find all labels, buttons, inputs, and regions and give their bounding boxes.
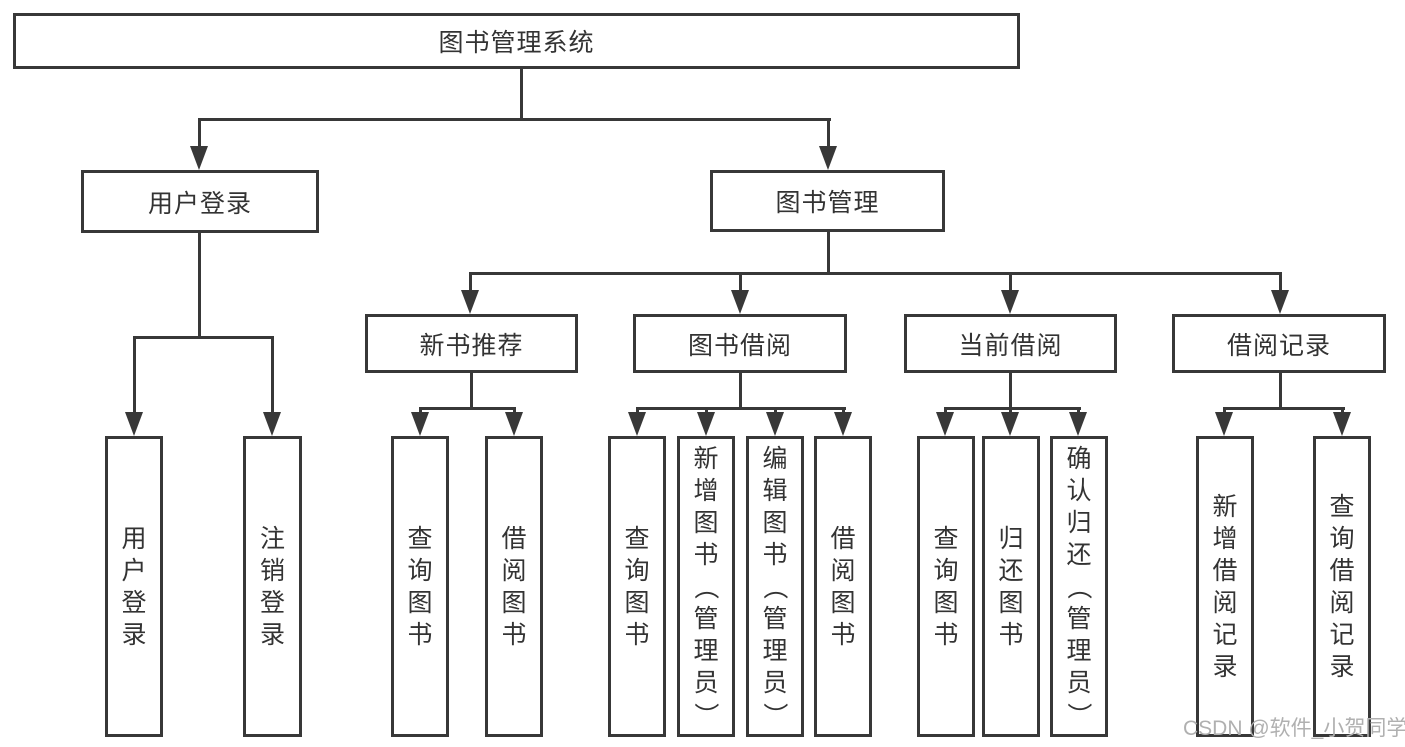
arrow-down-icon (1271, 290, 1289, 314)
arrow-down-icon (190, 146, 208, 170)
connector-bookmgmt-rail (469, 272, 1282, 275)
leaf-logout: 注销登录 (243, 436, 302, 737)
arrow-down-icon (731, 290, 749, 314)
leaf-records-query-record: 查询借阅记录 (1313, 436, 1371, 737)
leaf-newbooks-borrow-books: 借阅图书 (485, 436, 543, 737)
connector-to-leaf-login (133, 336, 136, 416)
leaf-borrow-borrow-books-label: 借阅图书 (830, 524, 856, 649)
leaf-user-login: 用户登录 (105, 436, 163, 737)
leaf-borrow-query-books-label: 查询图书 (624, 524, 650, 649)
node-book-management: 图书管理 (710, 170, 945, 232)
connector-newbooks-rail (419, 407, 516, 410)
leaf-user-login-label: 用户登录 (121, 524, 147, 649)
connector-to-user-login (198, 118, 201, 150)
arrow-down-icon (461, 290, 479, 314)
arrow-down-icon (628, 412, 646, 436)
node-current-borrow: 当前借阅 (904, 314, 1117, 373)
connector-currentborrow-rail (944, 407, 1081, 410)
connector-userlogin-rail (133, 336, 274, 339)
leaf-records-query-record-label: 查询借阅记录 (1329, 492, 1355, 681)
leaf-newbooks-query-books: 查询图书 (391, 436, 449, 737)
connector-bookmgmt-stem (827, 232, 830, 275)
leaf-borrow-edit-books-admin-label: 编辑图书（管理员） (760, 444, 789, 728)
leaf-borrow-edit-books-admin: 编辑图书（管理员） (746, 436, 804, 737)
node-borrow-records: 借阅记录 (1172, 314, 1386, 373)
node-new-book-recommend: 新书推荐 (365, 314, 578, 373)
leaf-current-return-books-label: 归还图书 (998, 524, 1024, 649)
node-user-login: 用户登录 (81, 170, 319, 233)
node-book-management-label: 图书管理 (775, 189, 880, 217)
leaf-borrow-add-books-admin: 新增图书（管理员） (677, 436, 735, 737)
connector-to-current-borrow (1009, 272, 1012, 294)
watermark: CSDN @软件_小贺同学 (1183, 717, 1405, 740)
arrow-down-icon (505, 412, 523, 436)
leaf-current-confirm-return-admin-label: 确认归还（管理员） (1064, 444, 1093, 728)
connector-records-stem (1279, 372, 1282, 410)
connector-records-rail (1223, 407, 1345, 410)
connector-to-new-books (469, 272, 472, 294)
connector-root-rail (198, 118, 831, 121)
leaf-newbooks-query-books-label: 查询图书 (407, 524, 433, 649)
node-root-library-system: 图书管理系统 (13, 13, 1020, 69)
arrow-down-icon (263, 412, 281, 436)
connector-to-book-management (827, 118, 830, 150)
connector-to-leaf-logout (271, 336, 274, 416)
connector-userlogin-stem (198, 233, 201, 339)
node-book-borrow-label: 图书借阅 (687, 331, 792, 360)
leaf-borrow-borrow-books: 借阅图书 (814, 436, 872, 737)
leaf-borrow-add-books-admin-label: 新增图书（管理员） (691, 444, 720, 728)
connector-currentborrow-stem (1009, 372, 1012, 410)
node-root-label: 图书管理系统 (438, 29, 595, 57)
leaf-current-query-books: 查询图书 (917, 436, 975, 737)
arrow-down-icon (1333, 412, 1351, 436)
arrow-down-icon (766, 412, 784, 436)
arrow-down-icon (1069, 412, 1087, 436)
arrow-down-icon (125, 412, 143, 436)
connector-bookborrow-rail (636, 407, 846, 410)
leaf-newbooks-borrow-books-label: 借阅图书 (501, 524, 527, 649)
leaf-current-confirm-return-admin: 确认归还（管理员） (1050, 436, 1108, 737)
leaf-current-return-books: 归还图书 (982, 436, 1040, 737)
arrow-down-icon (1001, 412, 1019, 436)
node-book-borrow: 图书借阅 (633, 314, 847, 373)
node-borrow-records-label: 借阅记录 (1226, 331, 1331, 360)
arrow-down-icon (819, 146, 837, 170)
connector-to-book-borrow (739, 272, 742, 294)
leaf-records-add-record-label: 新增借阅记录 (1212, 492, 1238, 681)
connector-newbooks-stem (470, 372, 473, 410)
connector-bookborrow-stem (739, 372, 742, 410)
arrow-down-icon (936, 412, 954, 436)
arrow-down-icon (411, 412, 429, 436)
leaf-borrow-query-books: 查询图书 (608, 436, 666, 737)
node-user-login-label: 用户登录 (147, 189, 252, 218)
connector-to-borrow-records (1279, 272, 1282, 294)
node-current-borrow-label: 当前借阅 (958, 331, 1063, 360)
arrow-down-icon (1001, 290, 1019, 314)
arrow-down-icon (1215, 412, 1233, 436)
leaf-records-add-record: 新增借阅记录 (1196, 436, 1254, 737)
node-new-book-recommend-label: 新书推荐 (419, 331, 524, 360)
connector-root-stem (520, 69, 523, 121)
arrow-down-icon (834, 412, 852, 436)
leaf-current-query-books-label: 查询图书 (933, 524, 959, 649)
arrow-down-icon (697, 412, 715, 436)
leaf-logout-label: 注销登录 (259, 524, 285, 649)
